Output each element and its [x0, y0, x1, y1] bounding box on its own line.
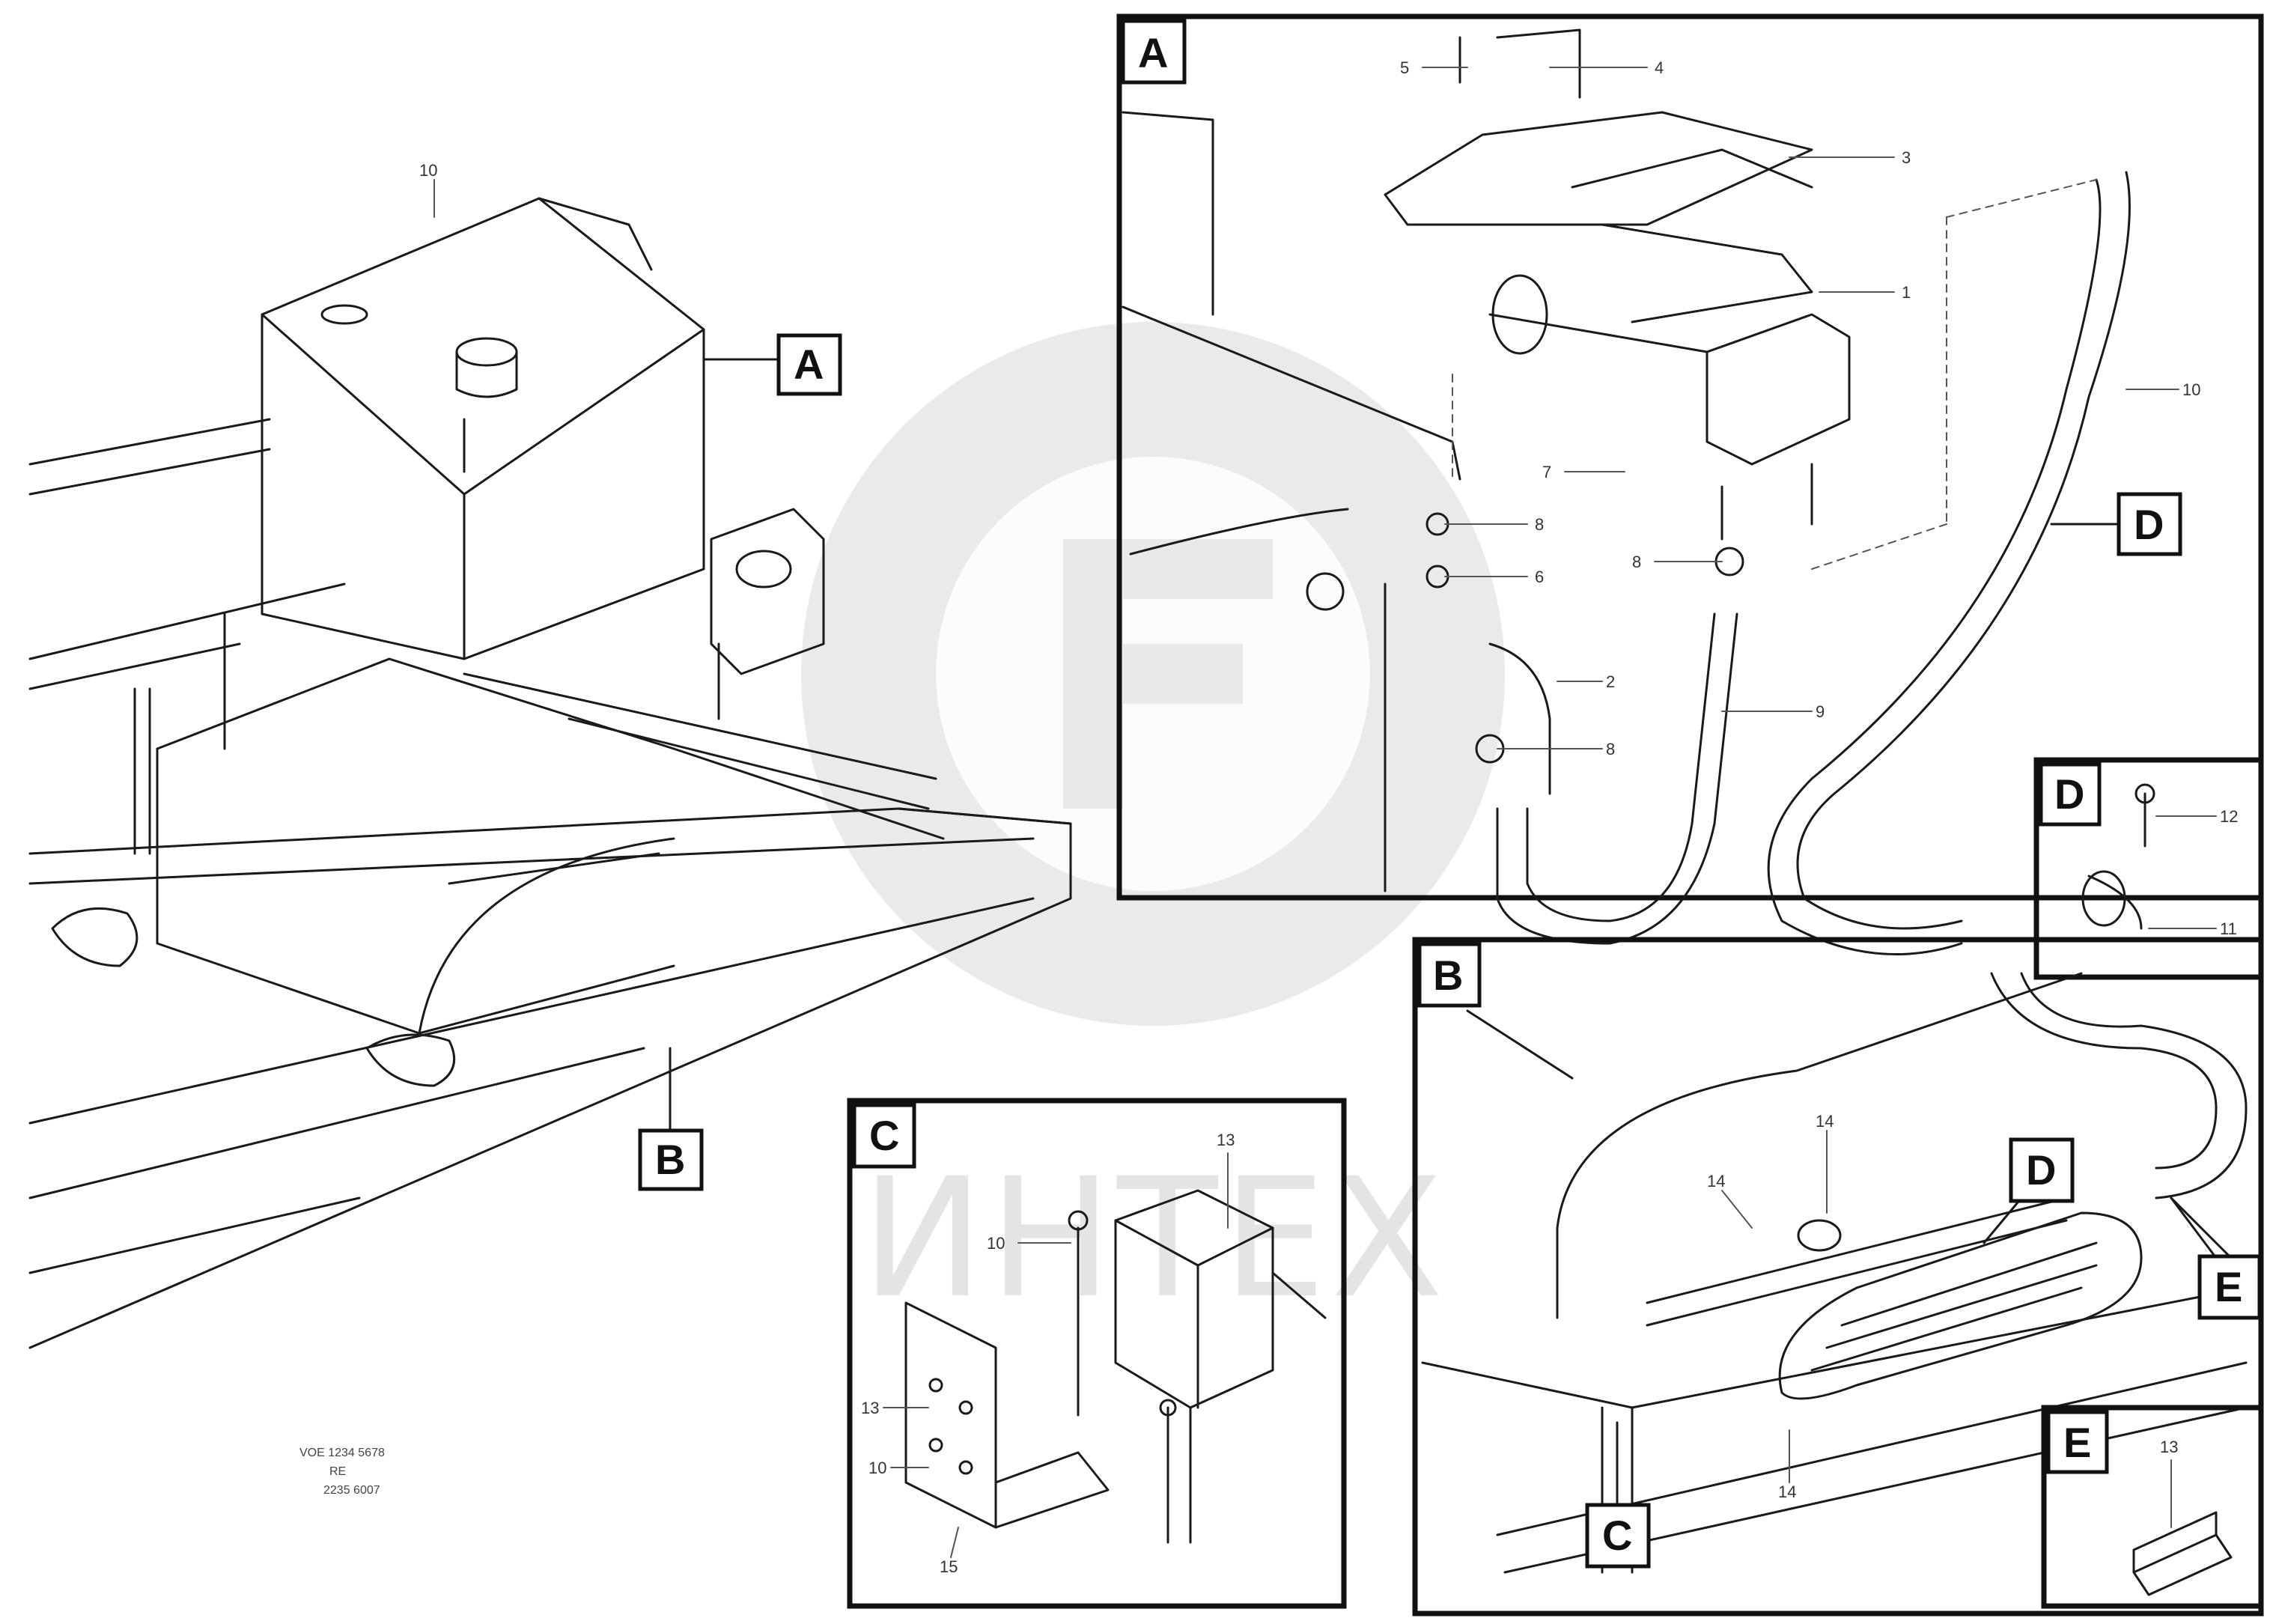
detail-d-tag: [2039, 762, 2102, 827]
part-number: 3: [1902, 148, 1911, 167]
part-number: 11: [2220, 919, 2237, 938]
part-number: 12: [2220, 807, 2238, 826]
detail-b-panel: B 14 14 14 D E C: [1412, 937, 2264, 1617]
main-assembly-view: 10 A B VOE 1234 5678 RE 2235 6007: [28, 161, 1072, 1497]
part-number: 10: [2182, 380, 2200, 399]
part-number: 14: [1778, 1482, 1796, 1501]
part-number: 1: [1902, 283, 1911, 302]
callout-e-label: E: [2215, 1263, 2242, 1310]
detail-e-tag-label: E: [2063, 1419, 2091, 1466]
callout-a-box[interactable]: [776, 333, 842, 396]
detail-a-panel: A: [1116, 13, 2264, 956]
watermark-text: ИНТЕХ: [861, 1143, 1448, 1334]
part-number: 15: [940, 1557, 958, 1576]
detail-d-tag-label: D: [2054, 770, 2084, 818]
part-number: 5: [1400, 58, 1409, 77]
part-number: 13: [2160, 1438, 2178, 1456]
drawing-ref-line1: VOE 1234 5678: [299, 1447, 385, 1459]
part-number: 14: [1707, 1172, 1725, 1190]
part-number: 9: [1816, 702, 1825, 721]
detail-c-tag: [852, 1103, 916, 1169]
part-number: 13: [1217, 1131, 1235, 1149]
detail-c-panel: C 10 13 13 10 15: [847, 1098, 1347, 1609]
part-number: 2: [1606, 672, 1615, 691]
callout-d-box[interactable]: [2117, 492, 2182, 556]
callout-d-label: D: [2026, 1146, 2056, 1193]
detail-c-tag-label: C: [869, 1112, 899, 1159]
callout-b-label: B: [655, 1136, 685, 1183]
callout-a-label: A: [794, 341, 824, 388]
drawing-ref-line2: RE: [329, 1465, 346, 1478]
callout-c-label: C: [1602, 1512, 1632, 1559]
detail-a-tag-label: A: [1138, 29, 1168, 76]
callout-b-box[interactable]: [638, 1128, 704, 1191]
detail-b-tag-label: B: [1433, 952, 1463, 999]
part-number: 10: [419, 161, 437, 180]
part-number: 4: [1655, 58, 1664, 77]
detail-b-tag: [1417, 942, 1482, 1008]
detail-e-panel: E 13: [2041, 1405, 2264, 1609]
detail-d-panel: D 12 11: [2033, 757, 2264, 980]
callout-d-label: D: [2134, 501, 2164, 548]
part-number: 7: [1542, 463, 1551, 481]
callout-d-box[interactable]: [2009, 1137, 2075, 1203]
callout-c-box[interactable]: [1585, 1503, 1651, 1569]
part-number: 14: [1816, 1112, 1834, 1131]
part-number: 6: [1535, 568, 1544, 586]
part-number: 10: [987, 1234, 1005, 1253]
callout-e-box[interactable]: [2197, 1254, 2262, 1320]
detail-e-tag: [2046, 1410, 2109, 1474]
part-number: 8: [1632, 553, 1641, 571]
part-number: 8: [1535, 515, 1544, 534]
watermark-logo: ИНТЕХ: [801, 322, 1505, 1334]
detail-a-tag: [1121, 19, 1187, 85]
part-number: 13: [861, 1399, 879, 1417]
drawing-ref-line3: 2235 6007: [323, 1484, 380, 1497]
part-number: 10: [868, 1459, 886, 1477]
part-number: 8: [1606, 740, 1615, 758]
